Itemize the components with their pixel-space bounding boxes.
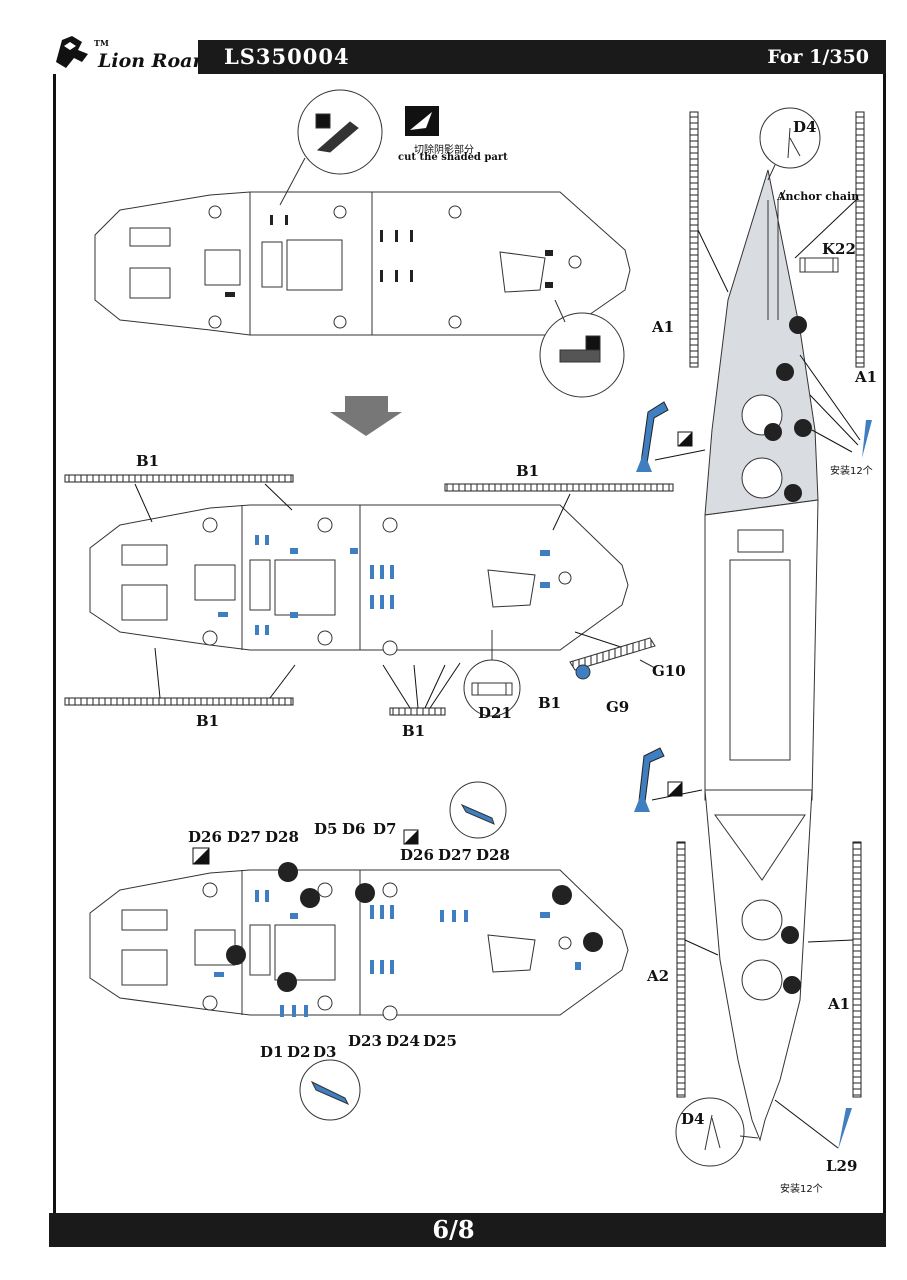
label-d28-left: D28 [265,828,299,846]
label-d25: D25 [423,1032,457,1050]
label-d26-left: D26 [188,828,222,846]
deck-plan-2-arrows [134,483,631,709]
label-a1-bottom: A1 [828,995,851,1013]
label-d7: D7 [373,820,397,838]
label-a1-left: A1 [652,318,675,336]
deck-plan-2 [89,504,629,656]
brand-name: Lion Roar [98,50,203,72]
label-a2: A2 [647,967,670,985]
ship-leaders [684,189,861,1149]
label-d26-right: D26 [400,846,434,864]
brand-logo [52,32,96,72]
turrets [741,394,783,1001]
footer-bar [49,1213,886,1247]
zoom-d4-top [759,107,821,181]
rail-b1-bottom-mid [389,707,446,716]
label-k22: K22 [822,240,856,258]
rail-a2-left [676,841,686,1098]
part-g10 [569,637,656,680]
install-count-bottom: 安装12个 [780,1184,823,1195]
label-d6: D6 [342,820,366,838]
product-code: LS350004 [224,44,350,69]
rail-b1-bottom-left [64,697,294,706]
label-g10: G10 [652,662,686,680]
label-l29: L29 [826,1157,858,1175]
label-g9: G9 [606,698,630,716]
zoom-bubbles-bottom [299,781,507,1121]
rail-a1-left [689,111,699,368]
label-d1: D1 [260,1043,284,1061]
label-d23: D23 [348,1032,382,1050]
rail-b1-top-right [444,483,674,492]
shade-icons [192,829,419,865]
label-b1-rail: B1 [538,694,562,712]
label-d27-left: D27 [227,828,261,846]
anchor-chain-label: Anchor chain [777,190,860,203]
label-b1-bottom-left: B1 [196,712,220,730]
label-d24: D24 [386,1032,420,1050]
label-b1-top-right: B1 [516,462,540,480]
trademark: TM [94,38,109,48]
k22-part [799,257,839,273]
label-d28-right: D28 [476,846,510,864]
label-d4-top: D4 [793,118,817,136]
label-a1-right: A1 [855,368,878,386]
rail-b1-top-left [64,474,294,483]
label-b1-top-left: B1 [136,452,160,470]
zoom-d21 [463,630,521,717]
ship-markers [764,316,812,994]
scale-label: For 1/350 [767,46,869,68]
label-d4-bottom: D4 [681,1110,705,1128]
deck-plan-1-details [225,215,553,297]
label-d2: D2 [287,1043,311,1061]
label-d21: D21 [478,704,512,722]
label-d5: D5 [314,820,338,838]
page-frame [53,74,886,1214]
deck-plan-1 [94,191,631,336]
page-number: 6/8 [432,1215,475,1244]
cut-instruction-en: cut the shaded part [398,152,508,163]
rail-a1-right [855,111,865,368]
header-bar [198,40,886,74]
zoom-bubble-top [279,89,383,206]
lion-icon [56,36,88,68]
davit-parts [634,401,872,1150]
rail-a1-bottom-right [852,841,862,1098]
deck-plan-3-blue-parts [214,890,581,1017]
label-d27-right: D27 [438,846,472,864]
install-count-top: 安装12个 [830,466,873,477]
cut-icon [405,106,439,136]
down-arrow [330,396,402,436]
zoom-bubble-right [539,299,625,398]
zoom-d4-bottom [675,1097,759,1167]
anchor-chain [767,200,779,320]
label-b1-bottom-mid: B1 [402,722,426,740]
cut-instruction-cn: 切除阴影部分 [414,145,474,156]
deck-plan-2-blue-parts [218,535,550,635]
ship-hull-mid [704,499,819,801]
label-d3: D3 [313,1043,337,1061]
callout-markers [226,862,603,992]
